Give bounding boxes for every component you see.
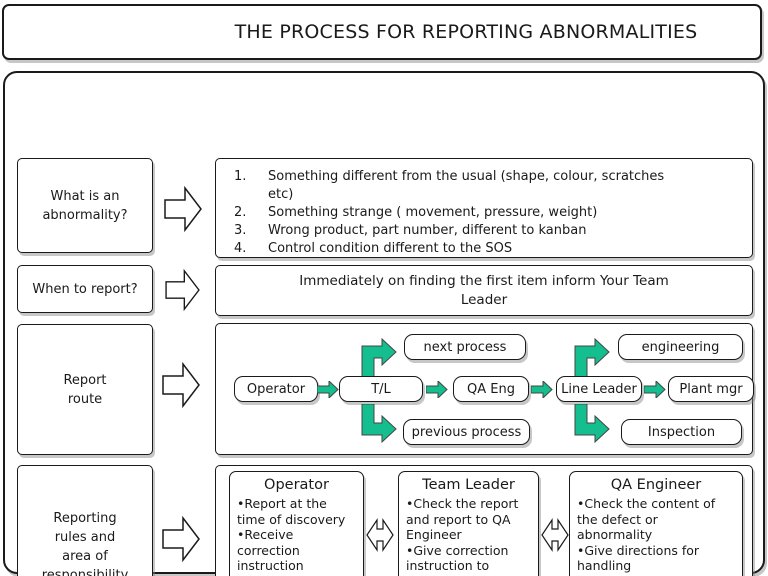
qa-engineer-column: QA Engineer •Check the content of the de…: [569, 471, 743, 576]
label-what-is-abnormality: What is an abnormality?: [17, 158, 153, 253]
column-title: Team Leader: [422, 477, 515, 493]
main-panel: What is an abnormality? When to report? …: [3, 71, 765, 576]
bullet-item: •Check the report and report to QA Engin…: [406, 496, 519, 542]
green-elbow-down-arrow-icon: [361, 403, 397, 444]
item-number: 4.: [234, 241, 247, 256]
flow-node-team-leader: T/L: [339, 376, 423, 402]
team-leader-column: Team Leader •Check the report and report…: [398, 471, 539, 576]
column-title: Operator: [264, 477, 329, 493]
right-arrow-icon: [164, 185, 202, 233]
item-text: Something strange ( movement, pressure, …: [268, 205, 598, 220]
list-item: 2. Something strange ( movement, pressur…: [216, 204, 752, 222]
right-arrow-icon: [162, 361, 200, 409]
right-arrow-icon: [164, 268, 201, 312]
double-horizontal-arrow-icon: [366, 511, 394, 559]
bullet-item: •Check the content of the defect or abno…: [577, 496, 716, 542]
flow-node-qa-eng: QA Eng: [453, 376, 529, 402]
green-elbow-down-arrow-icon: [574, 403, 610, 444]
flow-node-line-leader: Line Leader: [556, 376, 642, 402]
green-elbow-up-arrow-icon: [361, 337, 397, 378]
item-text: Something different from the usual (shap…: [268, 169, 665, 202]
green-right-arrow-icon: [316, 379, 339, 402]
flow-node-plant-mgr: Plant mgr: [668, 376, 754, 402]
list-item: 4. Control condition different to the SO…: [216, 240, 752, 258]
bullet-item: •Report at the time of discovery: [237, 496, 346, 527]
when-to-report-box: Immediately on finding the first item in…: [215, 265, 753, 316]
column-title: QA Engineer: [610, 477, 702, 493]
numbered-list: 1. Something different from the usual (s…: [216, 159, 752, 258]
flow-node-engineering: engineering: [618, 334, 743, 360]
item-number: 1.: [234, 169, 247, 184]
page-title: THE PROCESS FOR REPORTING ABNORMALITIES: [234, 21, 698, 43]
responsibilities-box: Operator •Report at the time of discover…: [215, 465, 753, 576]
list-item: 1. Something different from the usual (s…: [216, 168, 752, 204]
label-report-route: Report route: [17, 324, 153, 455]
item-number: 2.: [234, 205, 247, 220]
bullet-item: •Confirm after corrective measures are i…: [577, 574, 735, 576]
green-right-arrow-icon: [643, 379, 666, 402]
item-number: 3.: [234, 223, 247, 238]
green-elbow-up-arrow-icon: [574, 337, 610, 378]
bullet-item: •Give directions for handling: [577, 542, 700, 574]
list-item: 3. Wrong product, part number, different…: [216, 222, 752, 240]
bullet-item: •Identify the abnormality: [237, 574, 356, 576]
flow-node-inspection: Inspection: [621, 419, 742, 445]
right-arrow-icon: [162, 514, 200, 564]
flow-node-next-process: next process: [404, 334, 526, 360]
item-text: Control condition different to the SOS: [268, 241, 513, 256]
abnormality-definition-box: 1. Something different from the usual (s…: [215, 158, 753, 258]
operator-column: Operator •Report at the time of discover…: [229, 471, 364, 576]
when-to-report-text: Immediately on finding the first item in…: [299, 272, 669, 308]
report-route-box: next process engineering Operator T/L QA…: [215, 323, 754, 455]
green-right-arrow-icon: [530, 379, 553, 402]
title-bar: THE PROCESS FOR REPORTING ABNORMALITIES: [2, 4, 762, 60]
flow-node-previous-process: previous process: [403, 419, 530, 445]
label-when-to-report: When to report?: [17, 265, 153, 313]
bullet-item: •Give correction instruction to operator: [406, 542, 509, 576]
green-right-arrow-icon: [425, 379, 448, 402]
bullet-item: •Receive correction instruction: [237, 527, 304, 573]
label-reporting-rules: Reporting rules and area of responsibili…: [17, 465, 153, 576]
flow-node-operator: Operator: [234, 376, 318, 402]
double-horizontal-arrow-icon: [541, 511, 569, 559]
item-text: Wrong product, part number, different to…: [268, 223, 587, 238]
